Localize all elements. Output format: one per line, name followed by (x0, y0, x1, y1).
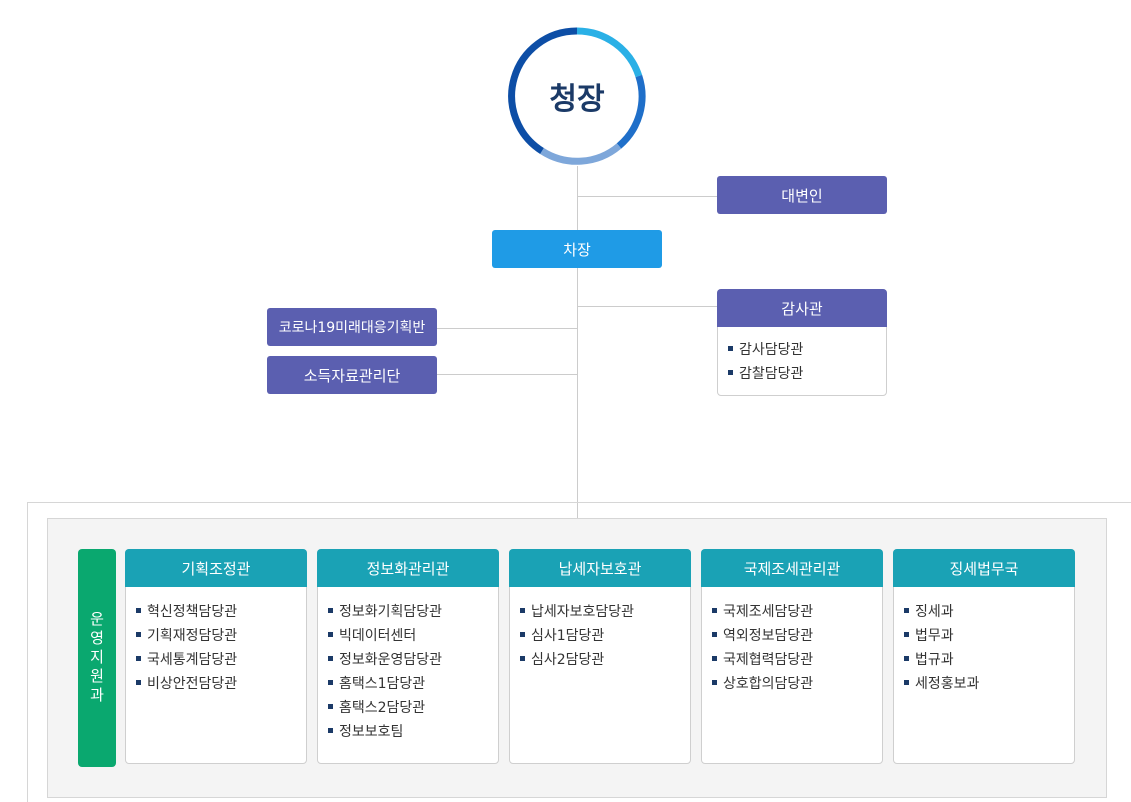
division-item[interactable]: 비상안전담당관 (136, 672, 237, 696)
division-card: 기획조정관 혁신정책담당관 기획재정담당관 국세통계담당관 비상안전담당관 (125, 549, 307, 764)
audit-item[interactable]: 감찰담당관 (728, 362, 803, 386)
division-item[interactable]: 홈택스1담당관 (328, 672, 442, 696)
audit-card: 감사관 감사담당관 감찰담당관 (717, 289, 887, 396)
main-trunk-line (577, 166, 578, 518)
corona-connector (437, 328, 577, 329)
income-data-box[interactable]: 소득자료관리단 (267, 356, 437, 394)
division-card: 징세법무국 징세과 법무과 법규과 세정홍보과 (893, 549, 1075, 764)
division-item[interactable]: 빅데이터센터 (328, 624, 442, 648)
division-item[interactable]: 역외정보담당관 (712, 624, 813, 648)
spokesperson-box[interactable]: 대변인 (717, 176, 887, 214)
audit-header[interactable]: 감사관 (717, 289, 887, 327)
corona-planning-box[interactable]: 코로나19미래대응기획반 (267, 308, 437, 346)
division-item[interactable]: 납세자보호담당관 (520, 600, 634, 624)
lower-panel-outline (27, 502, 1131, 802)
division-item[interactable]: 국제조세담당관 (712, 600, 813, 624)
division-card: 국제조세관리관 국제조세담당관 역외정보담당관 국제협력담당관 상호합의담당관 (701, 549, 883, 764)
division-items: 납세자보호담당관 심사1담당관 심사2담당관 (520, 600, 634, 672)
commissioner-title: 청장 (549, 82, 605, 117)
division-item[interactable]: 법무과 (904, 624, 979, 648)
division-item[interactable]: 상호합의담당관 (712, 672, 813, 696)
division-item[interactable]: 정보보호팀 (328, 720, 442, 744)
division-items: 혁신정책담당관 기획재정담당관 국세통계담당관 비상안전담당관 (136, 600, 237, 696)
division-items: 징세과 법무과 법규과 세정홍보과 (904, 600, 979, 696)
division-item[interactable]: 정보화기획담당관 (328, 600, 442, 624)
division-card: 정보화관리관 정보화기획담당관 빅데이터센터 정보화운영담당관 홈택스1담당관 … (317, 549, 499, 764)
division-item[interactable]: 혁신정책담당관 (136, 600, 237, 624)
division-item[interactable]: 심사1담당관 (520, 624, 634, 648)
operations-support-label: 운영지원과 (87, 610, 106, 706)
commissioner-ring-icon (508, 27, 646, 165)
commissioner-node[interactable]: 청장 (507, 26, 647, 166)
audit-item[interactable]: 감사담당관 (728, 338, 803, 362)
division-item[interactable]: 국제협력담당관 (712, 648, 813, 672)
division-item[interactable]: 징세과 (904, 600, 979, 624)
division-item[interactable]: 법규과 (904, 648, 979, 672)
deputy-box[interactable]: 차장 (492, 230, 662, 268)
division-header[interactable]: 기획조정관 (125, 549, 307, 587)
income-connector (437, 374, 577, 375)
division-item[interactable]: 국세통계담당관 (136, 648, 237, 672)
division-header[interactable]: 징세법무국 (893, 549, 1075, 587)
operations-support-box[interactable]: 운영지원과 (78, 549, 116, 767)
division-items: 정보화기획담당관 빅데이터센터 정보화운영담당관 홈택스1담당관 홈택스2담당관… (328, 600, 442, 744)
division-header[interactable]: 납세자보호관 (509, 549, 691, 587)
division-item[interactable]: 홈택스2담당관 (328, 696, 442, 720)
spokesperson-connector (577, 196, 717, 197)
division-item[interactable]: 정보화운영담당관 (328, 648, 442, 672)
division-header[interactable]: 정보화관리관 (317, 549, 499, 587)
division-item[interactable]: 기획재정담당관 (136, 624, 237, 648)
division-items: 국제조세담당관 역외정보담당관 국제협력담당관 상호합의담당관 (712, 600, 813, 696)
audit-items: 감사담당관 감찰담당관 (728, 338, 803, 386)
division-header[interactable]: 국제조세관리관 (701, 549, 883, 587)
audit-connector (577, 306, 718, 307)
division-item[interactable]: 심사2담당관 (520, 648, 634, 672)
division-item[interactable]: 세정홍보과 (904, 672, 979, 696)
division-card: 납세자보호관 납세자보호담당관 심사1담당관 심사2담당관 (509, 549, 691, 764)
